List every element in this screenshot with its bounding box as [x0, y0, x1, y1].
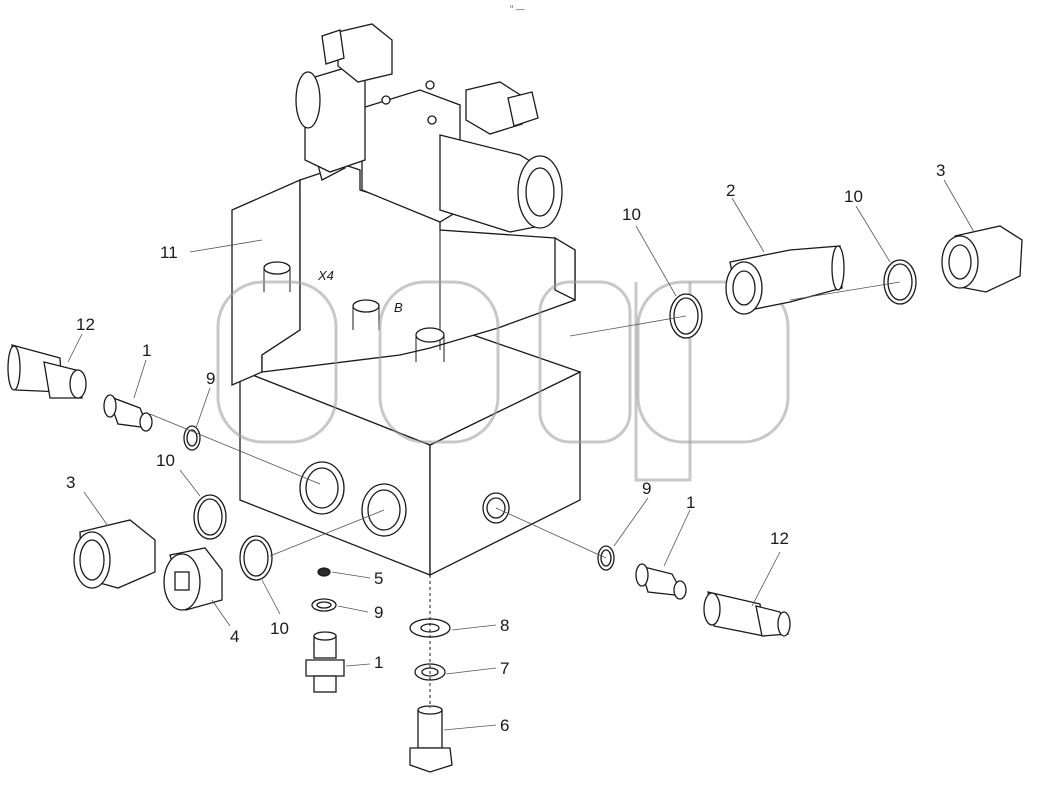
callout-8: 8	[500, 616, 509, 635]
callout-1-left: 1	[142, 341, 151, 360]
block-ports	[299, 461, 510, 537]
top-mark: ″ —	[510, 4, 525, 14]
callout-3-right: 3	[936, 161, 945, 180]
callout-10-left-lower: 10	[270, 619, 289, 638]
callout-4: 4	[230, 627, 239, 646]
callout-5: 5	[374, 569, 383, 588]
callout-11: 11	[160, 243, 178, 262]
callout-10-left-upper: 10	[156, 451, 175, 470]
callout-1-right: 1	[686, 493, 695, 512]
top-ports	[263, 261, 445, 362]
callout-labels: 11 12 1 9 10 3 4 10 5 9 1 8 7 6 9 1 12 1…	[66, 161, 945, 735]
part-5-small-nut	[317, 567, 331, 577]
part-6-bolt	[409, 705, 453, 773]
callout-9-left: 9	[206, 369, 215, 388]
part-4-plug	[163, 547, 223, 611]
callout-3-left: 3	[66, 473, 75, 492]
callout-6: 6	[500, 716, 509, 735]
part-2-adapter	[725, 245, 845, 315]
part-12-left-coupler	[7, 344, 87, 399]
callout-9-bottom: 9	[374, 603, 383, 622]
part-1-right-fitting	[635, 563, 687, 600]
callout-9-right: 9	[642, 479, 651, 498]
part-3-left-adapter	[73, 519, 156, 589]
callout-7: 7	[500, 659, 509, 678]
callout-2: 2	[726, 181, 735, 200]
watermark-logo	[216, 280, 790, 482]
callout-12-right: 12	[770, 529, 789, 548]
callout-12-left: 12	[76, 315, 95, 334]
solenoid-valve	[295, 23, 563, 233]
leader-lines	[67, 179, 975, 731]
callout-10-right-2: 10	[844, 187, 863, 206]
port-label-x4: X4	[317, 268, 334, 283]
callout-1-bottom: 1	[374, 653, 383, 672]
part-12-right-coupler	[703, 591, 791, 637]
part-3-right-adapter	[941, 225, 1023, 293]
port-label-b: B	[394, 300, 403, 315]
callout-10-right-1: 10	[622, 205, 641, 224]
part-1-left-fitting	[103, 394, 153, 432]
part-1-bottom-fitting	[305, 631, 345, 693]
